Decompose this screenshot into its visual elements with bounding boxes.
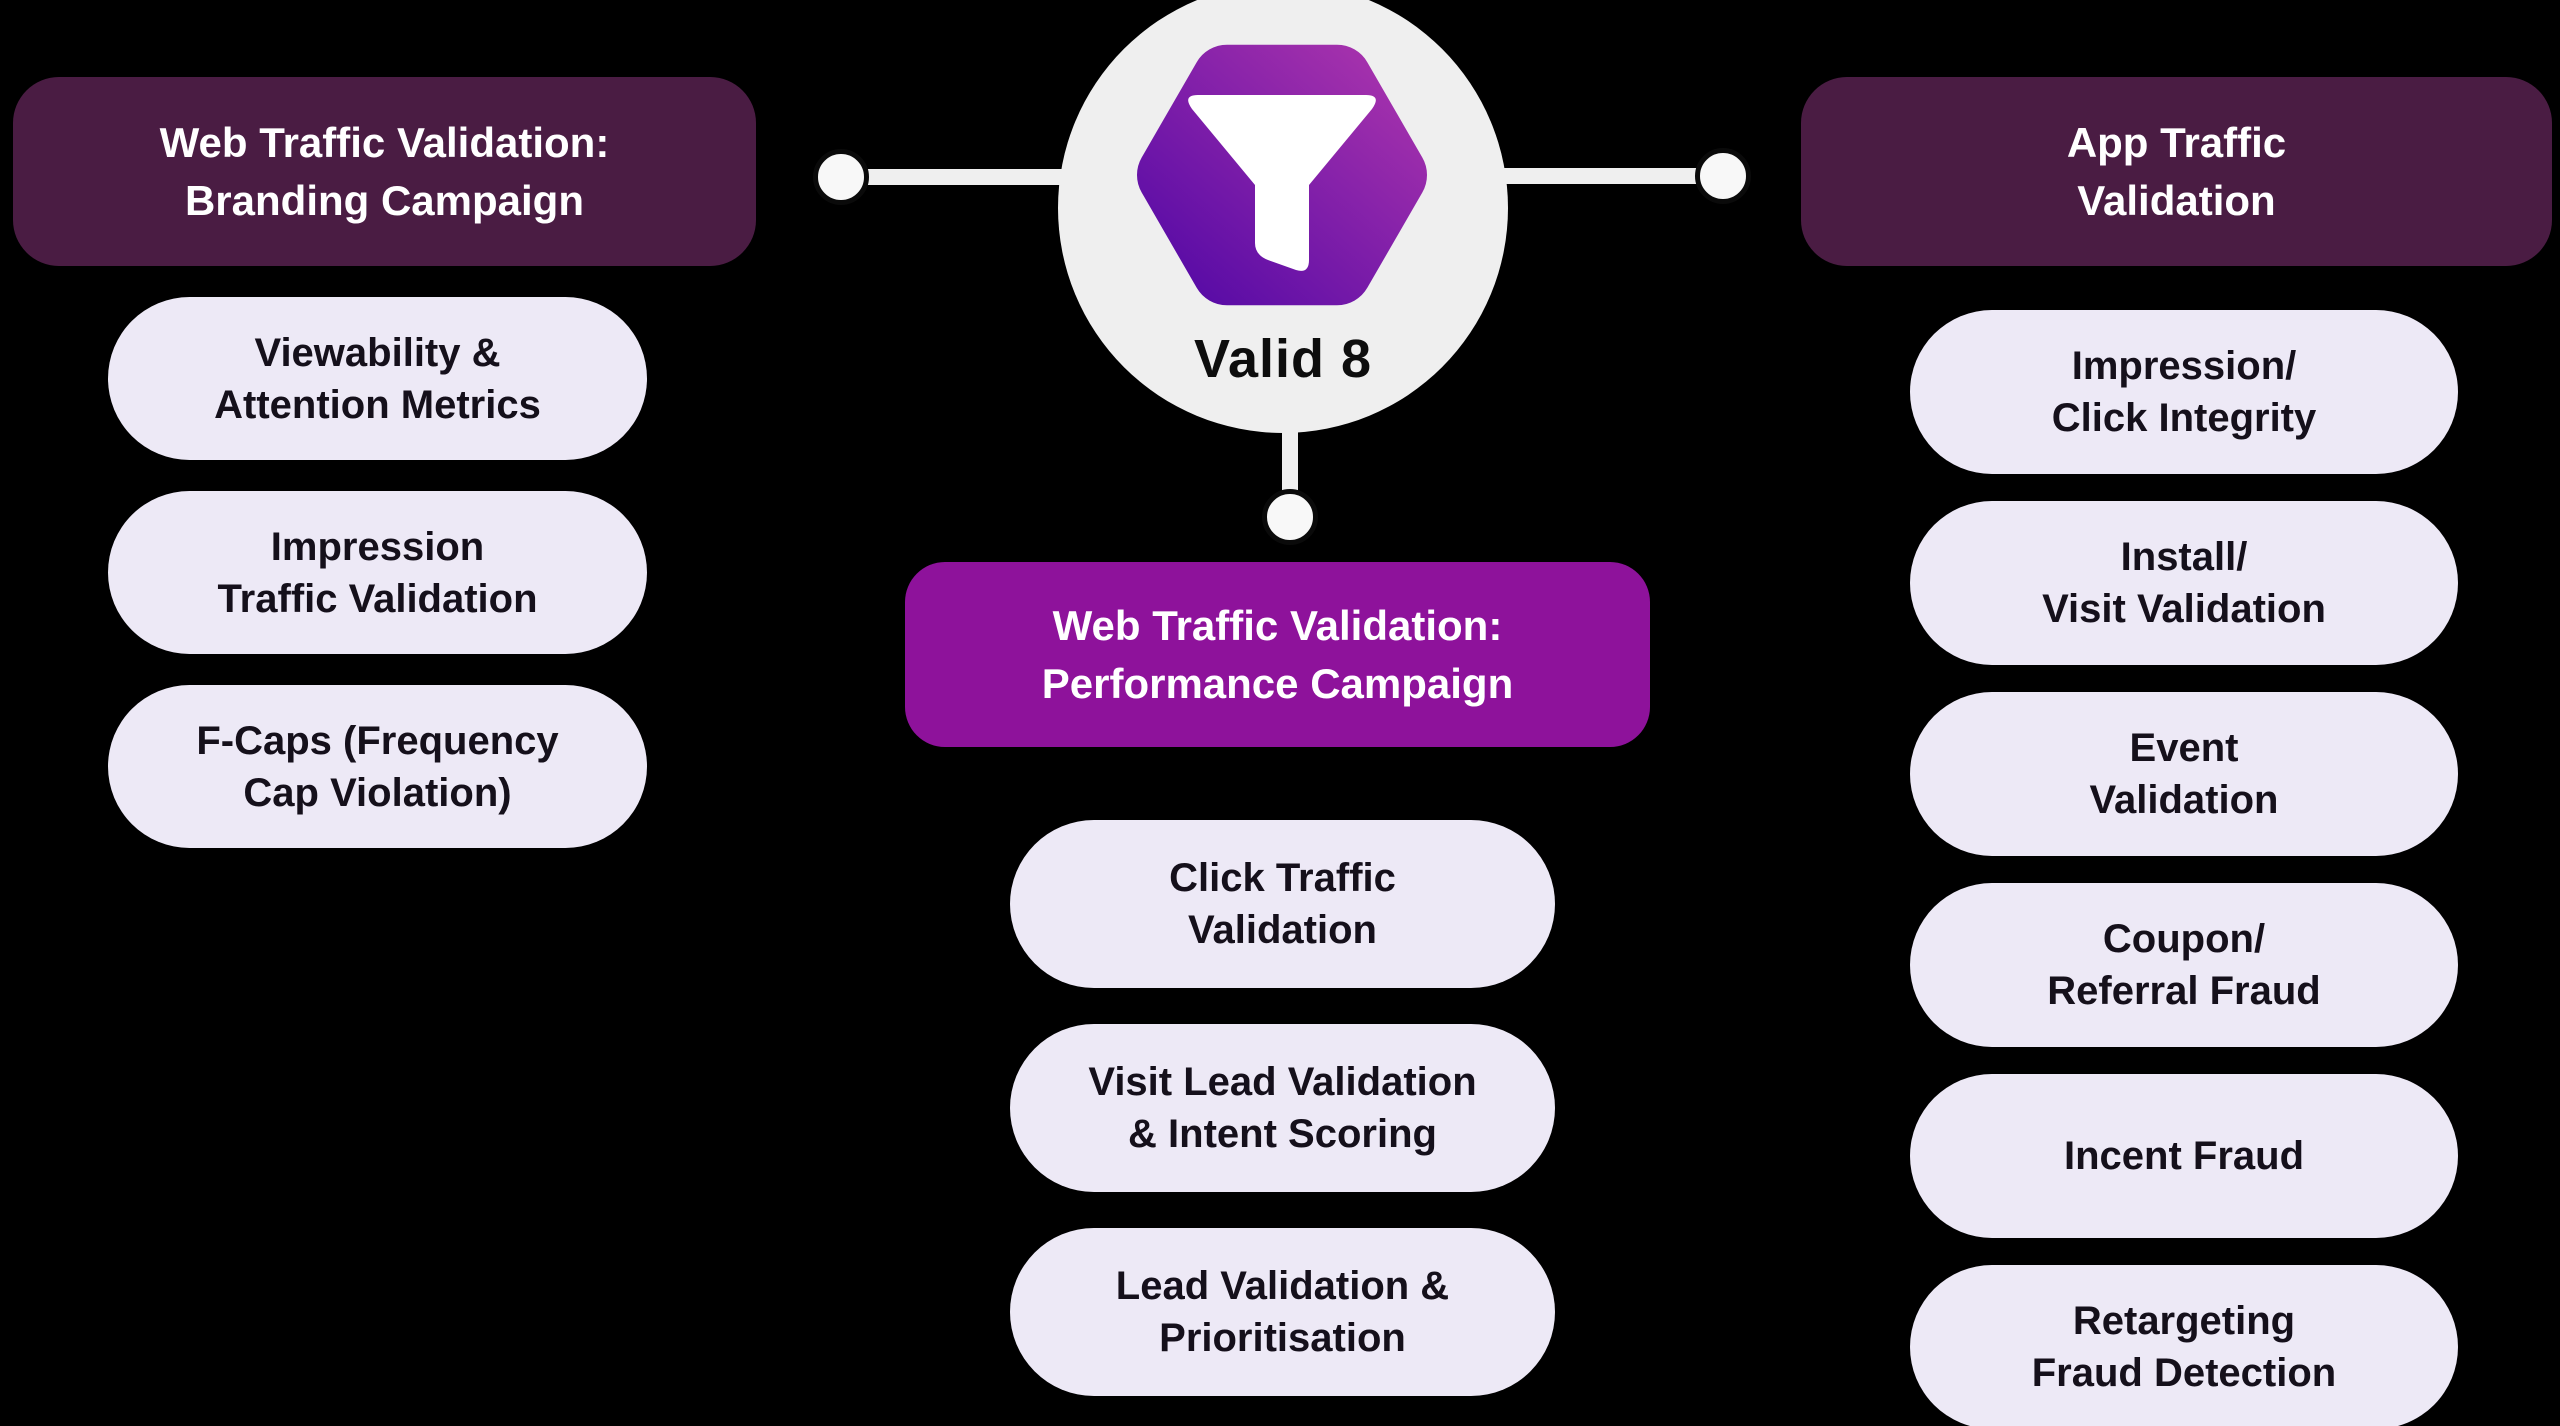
brand-label: Valid 8 [1193,329,1373,389]
list-item: Retargeting Fraud Detection [1910,1265,2458,1426]
list-item: Event Validation [1910,692,2458,856]
valid8-badge: Valid 8 [1058,0,1508,433]
list-item: F-Caps (Frequency Cap Violation) [108,685,647,848]
list-item: Viewability & Attention Metrics [108,297,647,460]
connector-node-right [1695,148,1751,204]
connector-node-left [813,149,869,205]
connector-line-down [1282,425,1298,495]
list-item: Visit Lead Validation & Intent Scoring [1010,1024,1555,1192]
branch-items-web-performance: Click Traffic Validation Visit Lead Vali… [1010,820,1555,1396]
branch-title-web-branding: Web Traffic Validation: Branding Campaig… [13,77,756,266]
connector-line-left [855,169,1075,185]
connector-node-down [1262,489,1318,545]
list-item: Install/ Visit Validation [1910,501,2458,665]
branch-title-app-traffic: App Traffic Validation [1801,77,2552,266]
list-item: Lead Validation & Prioritisation [1010,1228,1555,1396]
valid8-hexagon-logo [1137,44,1427,306]
branch-title-web-performance: Web Traffic Validation: Performance Camp… [905,562,1650,747]
list-item: Impression Traffic Validation [108,491,647,654]
branch-items-app-traffic: Impression/ Click Integrity Install/ Vis… [1910,310,2458,1426]
branch-items-web-branding: Viewability & Attention Metrics Impressi… [108,297,647,848]
connector-line-right [1495,168,1700,184]
list-item: Coupon/ Referral Fraud [1910,883,2458,1047]
list-item: Click Traffic Validation [1010,820,1555,988]
list-item: Impression/ Click Integrity [1910,310,2458,474]
list-item: Incent Fraud [1910,1074,2458,1238]
funnel-icon [1188,95,1376,271]
